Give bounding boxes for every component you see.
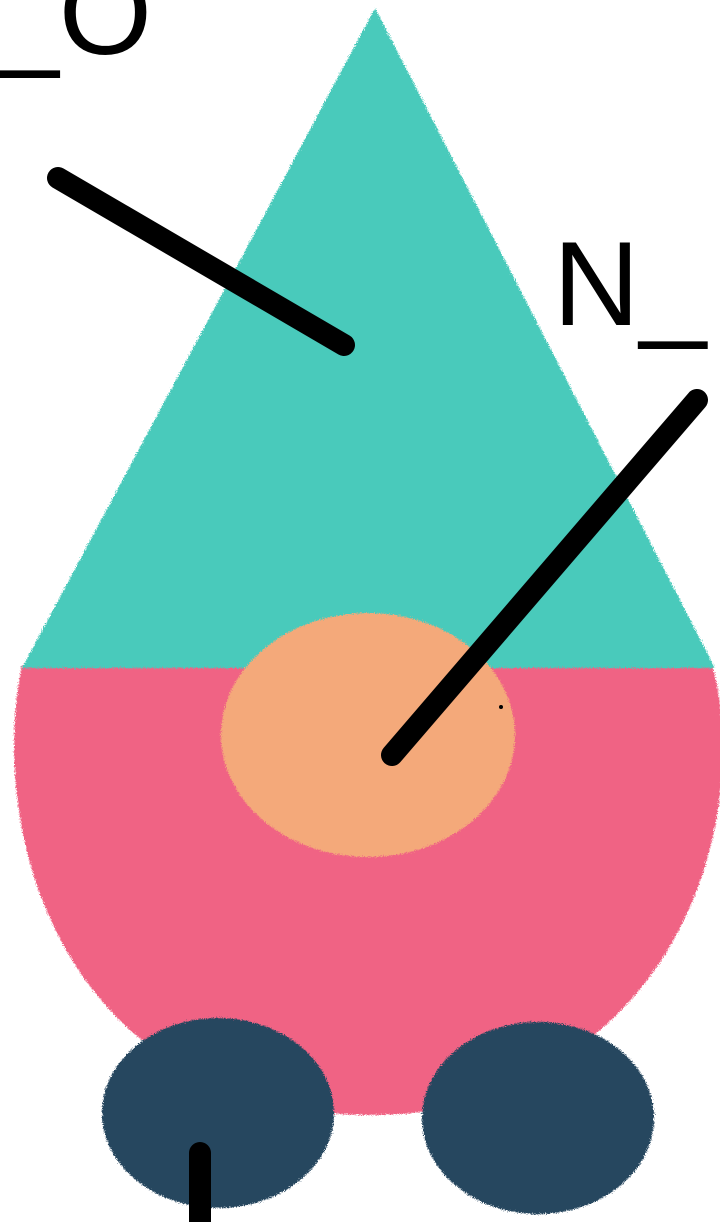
gnome-foot-left xyxy=(102,1018,334,1208)
nose-label: N_ xyxy=(553,217,709,351)
hat-label: _O xyxy=(0,0,152,80)
gnome-foot-right xyxy=(422,1022,654,1214)
speck-dot xyxy=(499,705,503,709)
